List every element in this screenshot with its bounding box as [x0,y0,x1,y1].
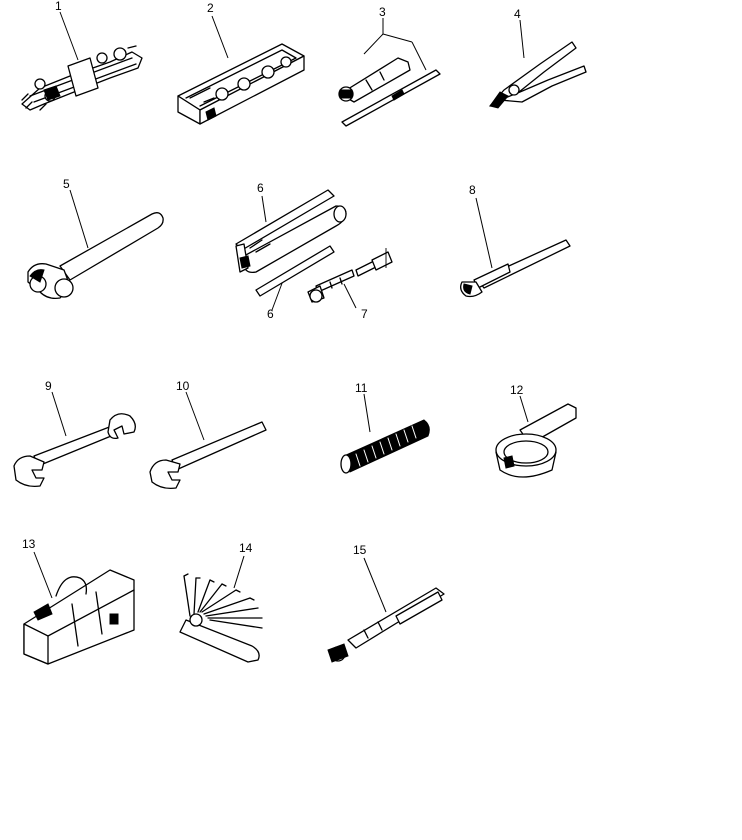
grease-gun-illustration [235,189,347,311]
nozzle-adapter-illustration [307,248,393,309]
callout-3: 3 [379,5,386,19]
coil-tool-illustration [340,393,430,474]
hook-bar-illustration [460,197,571,298]
callout-8: 8 [469,183,476,197]
callout-6b: 6 [267,307,274,321]
double-open-end-wrench-illustration [13,391,136,488]
pliers-illustration [489,19,587,109]
hammer-illustration [27,189,164,300]
callout-2: 2 [207,1,214,15]
open-end-wrench-illustration [149,391,267,490]
wrench-set-illustration [21,11,143,111]
callout-13: 13 [22,537,36,551]
callout-4: 4 [514,7,521,21]
ratchet-handle-illustration [327,557,445,663]
callout-14: 14 [239,541,253,555]
callout-5: 5 [63,177,70,191]
callout-10: 10 [176,379,190,393]
filter-wrench-illustration [495,395,577,478]
socket-set-case-illustration [177,15,305,125]
feeler-gauge-illustration [179,555,263,663]
callout-7: 7 [361,307,368,321]
callout-11: 11 [355,381,368,395]
callout-15: 15 [353,543,367,557]
callout-1: 1 [55,0,62,13]
callout-9: 9 [45,379,52,393]
tool-bag-illustration [23,551,135,665]
callout-6a: 6 [257,181,264,195]
screwdriver-set-illustration [338,18,441,127]
callout-12: 12 [510,383,524,397]
